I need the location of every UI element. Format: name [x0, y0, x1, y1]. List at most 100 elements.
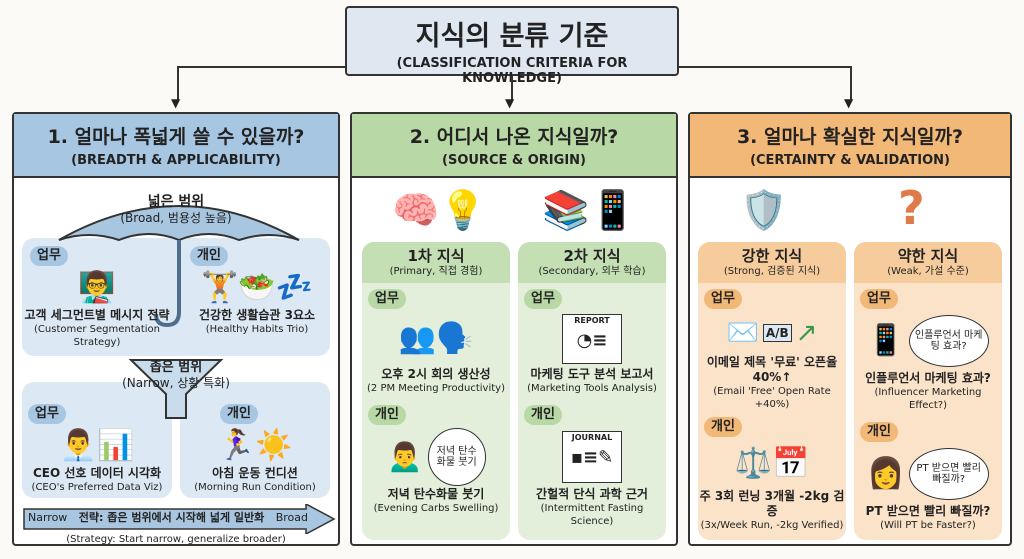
strategy-en: (Strategy: Start narrow, generalize broa… [66, 534, 286, 545]
card-personal-narrow: 개인 🏃‍♀️☀️ 아침 운동 컨디션 (Morning Run Conditi… [180, 398, 330, 494]
tag-work: 업무 [30, 246, 68, 266]
report-icon: REPORT◔≡ [562, 314, 622, 364]
item-title: 건강한 생활습관 3요소 [198, 308, 316, 322]
narrow-label: 좁은 범위 [149, 360, 203, 375]
item-title: 아침 운동 컨디션 [212, 466, 298, 480]
healthy-habits-icon: 🏋️🥗💤 [200, 270, 314, 305]
umbrella-icon [58, 205, 300, 328]
meeting-icon: 👥🗣️ [398, 321, 474, 356]
col-title: 2차 지식 [563, 247, 621, 265]
item-sub: (Evening Carbs Swelling) [373, 503, 499, 514]
broad-label: 넓은 범위 [147, 194, 205, 210]
item-sub: (Customer Segmentation Strategy) [34, 324, 160, 348]
item-sub: (CEO's Preferred Data Viz) [31, 482, 163, 493]
report-label: REPORT [574, 316, 610, 325]
card-work-narrow: 업무 👨‍💼📊 CEO 선호 데이터 시각화 (CEO's Preferred … [22, 398, 172, 494]
tag-work: 업무 [704, 289, 742, 309]
item-title: 이메일 제목 '무료' 오픈율 40%↑ [706, 355, 838, 384]
item-title: 오후 2시 회의 생산성 [381, 367, 491, 381]
item-title: 간헐적 단식 과학 근거 [536, 487, 648, 501]
strategy-narrow: Narrow [28, 511, 68, 524]
item-title: 인플루언서 마케팅 효과? [865, 371, 991, 385]
thought-bubble: 인플루언서 마케팅 효과? [908, 315, 989, 367]
panel-subtitle: (SOURCE & ORIGIN) [442, 153, 586, 168]
item-sub: (Healthy Habits Trio) [205, 324, 309, 335]
connector-right [679, 66, 851, 68]
col-primary: 1차 지식 (Primary, 직접 경험) 업무 👥🗣️ 오후 2시 회의 생… [362, 242, 510, 540]
col-title: 약한 지식 [897, 247, 959, 265]
connector-right-down [850, 66, 852, 102]
scale-calendar-icon: ⚖️📅 [734, 446, 810, 481]
tag-personal: 개인 [220, 404, 258, 424]
item-sub: (3x/Week Run, -2kg Verified) [700, 520, 844, 531]
journal-label: JOURNAL [571, 433, 613, 442]
col-strong: 강한 지식 (Strong, 검증된 지식) 업무 ✉️A/B↗ 이메일 제목 … [698, 242, 846, 540]
col-sub: (Secondary, 외부 학습) [538, 266, 646, 277]
col-sub: (Primary, 직접 경험) [389, 266, 483, 277]
thinking-woman-icon: 👩 [867, 456, 905, 491]
journal-icon: JOURNAL▪≡✎ [562, 431, 622, 483]
ab-label: A/B [762, 324, 792, 342]
item-title: 마케팅 도구 분석 보고서 [530, 367, 654, 381]
card-personal-broad: 개인 🏋️🥗💤 건강한 생활습관 3요소 (Healthy Habits Tri… [184, 240, 330, 354]
brain-icon: 🧠💡 [392, 188, 487, 232]
panel-subtitle: (CERTAINTY & VALIDATION) [750, 153, 950, 168]
item-title: 주 3회 런닝 3개월 -2kg 검증 [699, 489, 845, 518]
col-sub: (Strong, 검증된 지식) [723, 266, 821, 277]
panel-certainty: 3. 얼마나 확실한 지식일까? (CERTAINTY & VALIDATION… [688, 112, 1012, 546]
connector-left-down [177, 66, 179, 102]
panel-subtitle: (BREADTH & APPLICABILITY) [71, 153, 281, 168]
broad-sub: (Broad, 범용성 높음) [120, 210, 232, 225]
panel-source: 2. 어디서 나온 지식일까? (SOURCE & ORIGIN) 🧠💡 📚📱 … [350, 112, 678, 546]
tag-personal: 개인 [190, 246, 228, 266]
card-work-broad: 업무 👨‍🏫 고객 세그먼트별 메시지 전략 (Customer Segment… [24, 240, 170, 354]
connector-mid [511, 76, 513, 102]
strategy-ko: 전략: 좁은 범위에서 시작해 넓게 일반화 [78, 511, 265, 524]
person-icon: 🙍‍♂️ [386, 439, 424, 474]
panel-header: 3. 얼마나 확실한 지식일까? (CERTAINTY & VALIDATION… [690, 114, 1010, 178]
question-icon: ? [898, 181, 925, 235]
item-sub: (Will PT be Faster?) [880, 520, 976, 531]
col-weak: 약한 지식 (Weak, 가설 수준) 업무 📱 인플루언서 마케팅 효과? 인… [854, 242, 1002, 540]
panel-title: 3. 얼마나 확실한 지식일까? [736, 126, 964, 148]
col-sub: (Weak, 가설 수준) [887, 266, 969, 277]
speech-bubble: 저녁 탄수화물 붓기 [427, 428, 486, 486]
tag-work: 업무 [524, 289, 562, 309]
item-title: 고객 세그먼트별 메시지 전략 [24, 308, 170, 322]
col-title: 강한 지식 [741, 247, 803, 265]
strategy-arrow [23, 504, 336, 534]
item-sub: (Morning Run Condition) [194, 482, 316, 493]
col-secondary: 2차 지식 (Secondary, 외부 학습) 업무 REPORT◔≡ 마케팅… [518, 242, 666, 540]
panel-title: 2. 어디서 나온 지식일까? [409, 126, 619, 148]
arrow-down-icon: ▼ [844, 96, 854, 110]
narrow-sub: (Narrow, 상황 특화) [122, 375, 230, 390]
tag-personal: 개인 [860, 422, 898, 442]
books-tablet-icon: 📚📱 [542, 188, 637, 232]
strategy-broad: Broad [275, 511, 308, 524]
item-title: PT 받으면 빨리 빠질까? [865, 504, 991, 518]
presenter-icon: 👨‍🏫 [78, 270, 116, 305]
shield-check-icon: 🛡️ [740, 188, 788, 232]
tablet-icon: 📱 [867, 323, 905, 358]
thought-bubble: PT 받으면 빨리 빠질까? [908, 448, 989, 500]
ceo-chart-icon: 👨‍💼📊 [59, 428, 135, 463]
arrow-down-icon: ▼ [505, 96, 515, 110]
title-banner: 지식의 분류 기준 (CLASSIFICATION CRITERIA FOR K… [345, 6, 679, 86]
panel-breadth: 1. 얼마나 폭넓게 쓸 수 있을까? (BREADTH & APPLICABI… [12, 112, 340, 546]
item-sub: (Intermittent Fasting Science) [540, 503, 644, 527]
col-title: 1차 지식 [407, 247, 465, 265]
tag-personal: 개인 [704, 417, 742, 437]
tag-personal: 개인 [524, 405, 562, 425]
panel-header: 1. 얼마나 폭넓게 쓸 수 있을까? (BREADTH & APPLICABI… [14, 114, 338, 178]
broad-area [22, 238, 330, 356]
tag-work: 업무 [368, 289, 406, 309]
email-ab-icon: ✉️A/B↗ [726, 318, 818, 348]
card-work-narrow-bg [22, 382, 172, 498]
item-sub: (Influencer Marketing Effect?) [874, 387, 982, 411]
item-sub: (2 PM Meeting Productivity) [367, 383, 505, 394]
funnel-icon [128, 359, 224, 419]
item-sub: (Marketing Tools Analysis) [527, 383, 657, 394]
item-title: 저녁 탄수화물 붓기 [387, 487, 485, 501]
tag-work: 업무 [28, 404, 66, 424]
arrow-down-icon: ▼ [171, 96, 181, 110]
